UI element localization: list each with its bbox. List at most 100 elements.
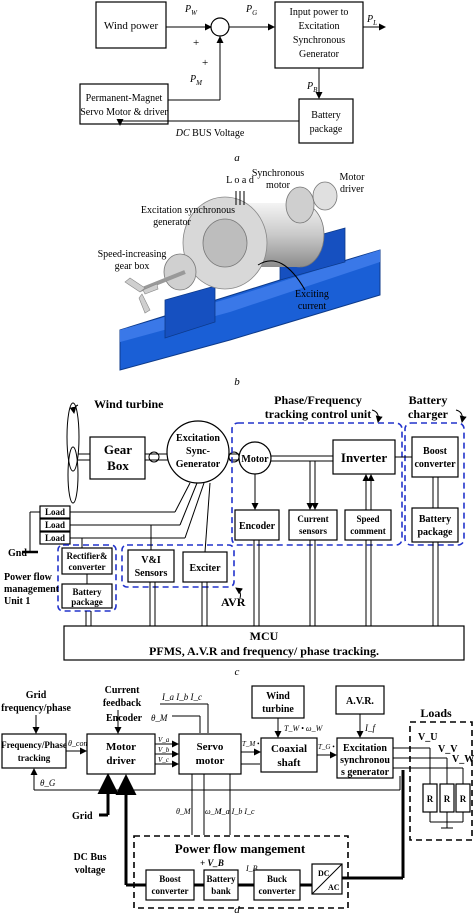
- esg-line-3: Generator: [176, 459, 221, 470]
- motor-driver-line-1: Motor: [340, 172, 366, 183]
- vi-line-1: V&I: [141, 555, 161, 566]
- mcu-line-1: MCU: [250, 629, 279, 643]
- speed-line-2: comment: [350, 526, 386, 536]
- grid-freq-line-2: frequency/phase: [1, 703, 71, 714]
- coax-line-1: Coaxial: [271, 743, 307, 755]
- excite-line-1: Input power to: [290, 7, 349, 18]
- pmsm-box: [79, 83, 169, 125]
- current-sensors-box: [288, 509, 338, 541]
- boost-d-line-2: converter: [152, 886, 189, 896]
- buck-box: [253, 869, 301, 901]
- wind-turbine-label: Wind turbine: [94, 397, 164, 411]
- esg-circle: [166, 420, 230, 484]
- pfm-region: [133, 835, 349, 909]
- motor-driver-line-1: Motor: [106, 741, 136, 753]
- esg-d-line-1: Excitation: [343, 743, 387, 754]
- vv-label: V_V: [438, 744, 458, 755]
- esg-d-line-3: s generator: [341, 767, 390, 778]
- battery-package-box: [411, 507, 459, 543]
- pfm-line-2: management: [4, 584, 60, 595]
- boost-line-2: converter: [414, 459, 456, 470]
- load-label: L o a d: [226, 175, 254, 186]
- buck-line-2: converter: [259, 886, 296, 896]
- sync-motor-line-1: Synchronous: [252, 168, 304, 179]
- coupling-1: [148, 451, 160, 463]
- sync-motor-line-2: motor: [266, 180, 291, 191]
- caption-a: a: [234, 152, 240, 164]
- battery-line-1: Battery: [311, 110, 340, 121]
- phase-title-2: tracking control unit: [265, 407, 371, 421]
- pfm-line-3: Unit 1: [4, 596, 30, 607]
- caption-d: d: [234, 904, 240, 916]
- if-label: I_f: [364, 723, 376, 733]
- pmsm-line-1: Permanent-Magnet: [86, 93, 163, 104]
- plus-1: +: [193, 37, 199, 49]
- coax-line-2: shaft: [277, 757, 301, 769]
- batt-line-1: Battery: [419, 514, 451, 525]
- wind-turbine-box: [251, 685, 305, 719]
- tw-ww-label: T_W • ω_W: [284, 724, 324, 733]
- dcbus-label: DC BUS Voltage: [175, 128, 245, 139]
- va-label: V_a: [158, 736, 170, 744]
- encoder-label: Encoder: [239, 521, 276, 532]
- dc-ac-diagonal: [311, 863, 343, 895]
- vc-label: V_c: [158, 756, 170, 764]
- servo-motor-box: [178, 733, 242, 775]
- batt-line-2: package: [418, 527, 454, 538]
- turbine-blade-lower: [67, 446, 79, 504]
- exciting-line-2: current: [298, 301, 327, 312]
- vi-sensors-box: [127, 549, 175, 583]
- vu-label: V_U: [418, 732, 437, 743]
- caption-c: c: [235, 666, 240, 678]
- ib-label: I_B: [245, 864, 258, 873]
- avr-label: A.V.R.: [346, 696, 374, 707]
- exciting-current-wire: [257, 260, 306, 291]
- gearbox-line-2: Box: [107, 458, 129, 473]
- avr-region: [121, 544, 235, 588]
- tm-wm-label: T_M • ω_M: [242, 740, 277, 748]
- current-fb-line-1: Current: [105, 685, 140, 696]
- dcbus-line-2: voltage: [75, 865, 106, 876]
- iabc2-label: I_a I_b I_c: [218, 807, 255, 816]
- servo-line-1: Servo: [197, 741, 224, 753]
- vw-label: V_W: [452, 754, 474, 765]
- blade-2: [138, 293, 151, 314]
- load-1-label: Load: [45, 507, 65, 517]
- pb-label: PB: [306, 81, 318, 94]
- charger-pointer: [455, 409, 467, 423]
- boost-d-line-1: Boost: [159, 874, 181, 884]
- gearbox-line-1: Speed-increasing: [98, 249, 167, 260]
- esg-out-1: [174, 482, 191, 513]
- wind-turbine-line-1: Wind: [266, 691, 290, 702]
- sum-junction: [210, 17, 230, 37]
- blade-3: [142, 283, 159, 295]
- iabc-label: I_a I_b I_c: [161, 692, 202, 702]
- boost-line-1: Boost: [423, 446, 448, 457]
- motor-driver-box: [86, 733, 156, 775]
- pl-label: PL: [366, 14, 377, 27]
- gearbox-line-2: gear box: [115, 261, 150, 272]
- plus-2: +: [202, 57, 208, 69]
- fpt-line-2: tracking: [18, 753, 51, 763]
- turbine-blade-upper: [66, 402, 80, 472]
- esg-box: [336, 737, 394, 779]
- phase-tracking-region: [231, 422, 403, 546]
- battery-box: [298, 98, 354, 144]
- loads-region: [409, 721, 473, 841]
- coaxial-shaft-box: [260, 737, 318, 773]
- motor-label: Motor: [241, 454, 269, 465]
- generator-face-inner: [202, 218, 248, 268]
- r2-label: R: [444, 794, 451, 804]
- pw-label: PW: [184, 4, 198, 17]
- excite-line-4: Generator: [299, 49, 340, 60]
- boost-converter-box: [411, 436, 459, 478]
- batt2-line-2: package: [71, 597, 103, 607]
- pfm-line-1: Power flow: [4, 572, 53, 583]
- exciter-label: Exciter: [189, 563, 221, 574]
- theta-m2-label: θ_M: [176, 807, 192, 816]
- phase-title-1: Phase/Frequency: [274, 393, 362, 407]
- motor-driver-line-2: driver: [106, 755, 135, 767]
- omega-m-label: ω_M: [205, 807, 223, 816]
- r1-label: R: [427, 794, 434, 804]
